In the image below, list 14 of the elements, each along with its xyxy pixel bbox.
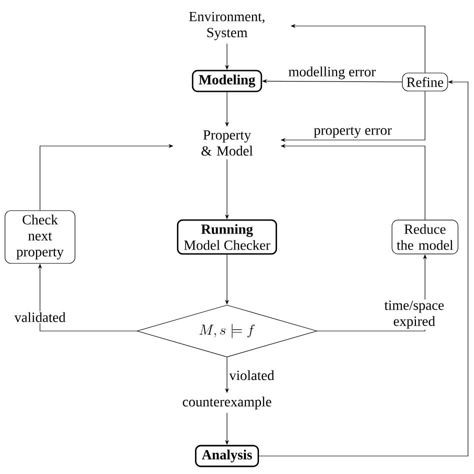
process-box: Check next property <box>4 210 76 264</box>
process-box: Modeling <box>192 70 262 92</box>
process-box: Refine <box>402 72 448 92</box>
process-box: Reduce the model <box>392 220 458 254</box>
process-box: Running Model Checker <box>176 219 278 255</box>
text-label: Environment, System <box>189 12 264 40</box>
edge-label: validated <box>13 311 67 324</box>
edge-label: violated <box>228 369 276 382</box>
edge-label: modelling error <box>287 66 377 80</box>
edge-label: time/space expired <box>373 300 456 330</box>
edge-label: property error <box>312 126 393 139</box>
text-label: Property & Model <box>201 130 253 156</box>
text-label: counterexample <box>182 396 272 410</box>
process-box: Analysis <box>195 444 259 468</box>
